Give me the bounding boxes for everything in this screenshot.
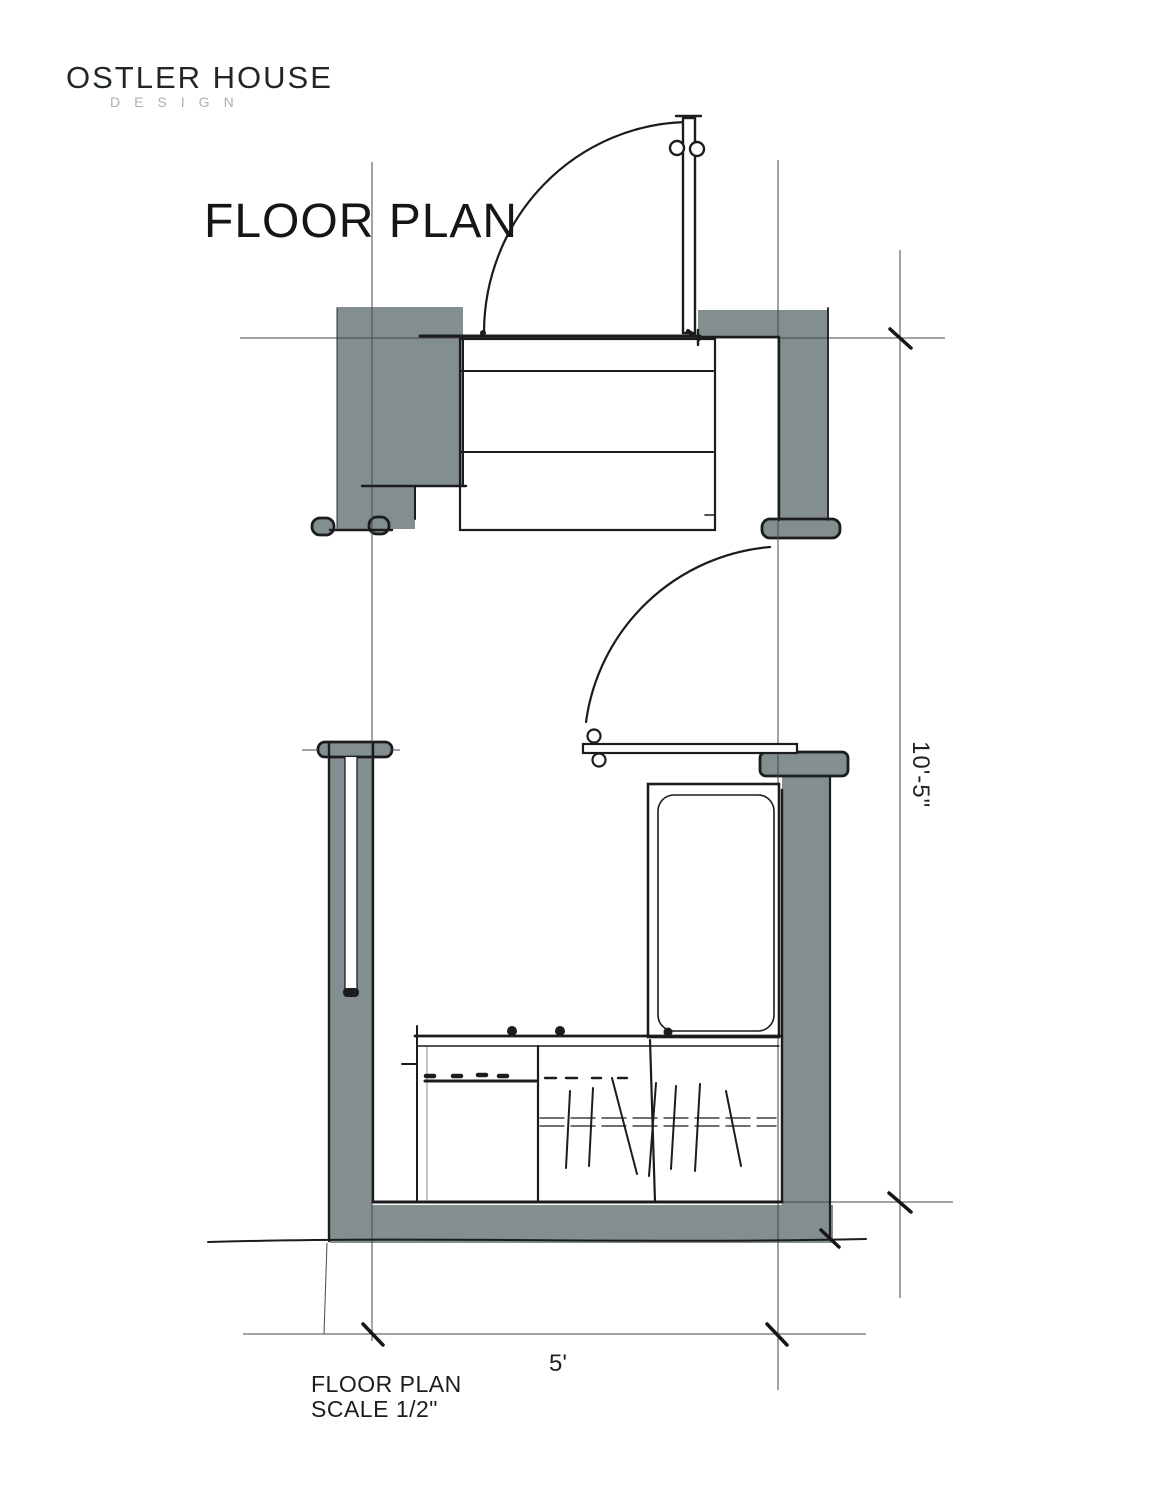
wall-edge-extension	[323, 1242, 328, 1335]
drawer-hinge-bumps	[423, 1072, 510, 1079]
wall-bottom-right	[782, 774, 830, 1243]
middle-door	[581, 545, 799, 768]
pocket-door-slot	[343, 757, 359, 997]
top-right-wall-foot	[760, 517, 842, 540]
pocket-slot-edges	[344, 757, 358, 993]
closet-hanger-strokes	[565, 1077, 742, 1177]
middle-door-hinge-dot-a	[586, 728, 602, 744]
dresser-drawer-lines	[459, 370, 714, 453]
horizontal-dimension-label: 5'	[549, 1350, 567, 1377]
page-title: FLOOR PLAN	[204, 195, 519, 248]
top-door-arc-start-dot	[480, 330, 486, 336]
closet-rod-lines	[539, 1117, 777, 1127]
bathtub	[646, 782, 781, 1039]
counter-knob-a	[507, 1026, 517, 1036]
brand-subtitle: DESIGN	[110, 94, 248, 110]
caption-scale: SCALE 1/2"	[311, 1396, 438, 1422]
wall-fills	[330, 307, 833, 1243]
dimension-ticks	[361, 327, 913, 1347]
middle-door-leaf	[581, 742, 799, 755]
brand-name: OSTLER HOUSE	[66, 60, 333, 95]
pocket-slot-opening	[345, 757, 357, 995]
middle-door-swing-arc	[584, 545, 772, 724]
middle-door-hinge-dot-b	[591, 752, 607, 768]
bathtub-outline	[646, 782, 781, 1039]
top-left-wall-foot-a	[310, 516, 336, 537]
drawing-caption: FLOOR PLAN SCALE 1/2"	[311, 1372, 462, 1422]
bathtub-inner-rim	[657, 794, 775, 1032]
dresser	[458, 337, 717, 532]
sketch-linework	[207, 114, 913, 1347]
wall-top-left	[337, 307, 463, 529]
top-door-swing-arc	[482, 120, 689, 334]
wall-bottom-band	[330, 1205, 833, 1243]
top-door-jamb-blob	[686, 329, 701, 341]
top-door-hinge-dot-a	[668, 139, 686, 157]
bottom-wall-outer-face	[207, 1238, 867, 1243]
vanity-and-closet	[401, 1025, 782, 1204]
vertical-dimension-label: 10'-5"	[907, 741, 934, 809]
dresser-outline	[458, 337, 717, 532]
top-door-hinge-dot-b	[688, 140, 706, 158]
caption-title: FLOOR PLAN	[311, 1371, 462, 1397]
counter-knob-b	[555, 1026, 565, 1036]
bathtub-drain-dot	[663, 1027, 673, 1037]
pocket-slot-end	[343, 988, 359, 997]
top-door	[480, 114, 706, 341]
wall-caps	[310, 515, 850, 778]
wall-top-right	[698, 310, 828, 527]
bottom-right-wall-cap	[758, 750, 850, 778]
